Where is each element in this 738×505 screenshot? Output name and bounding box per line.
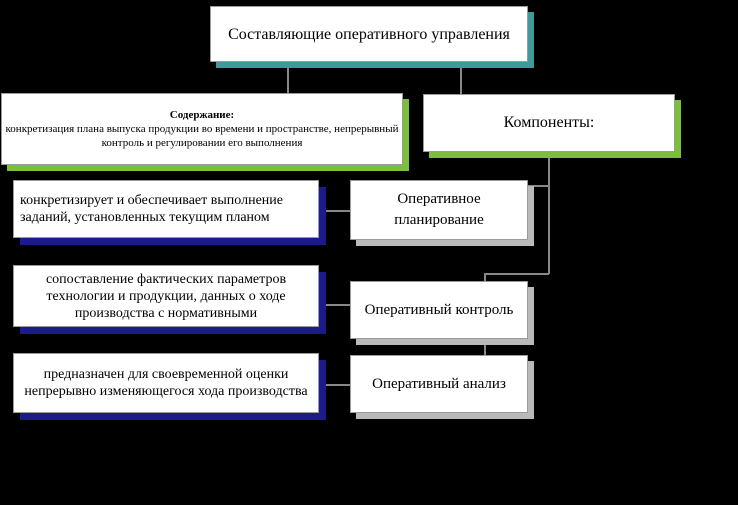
diagram-title-box: Составляющие оперативного управления [210, 6, 528, 62]
stage-planning-label: Оперативное планирование [394, 191, 484, 228]
analysis-description: предназначен для своевременной оценки не… [24, 367, 308, 399]
content-box: Содержание: конкретизация плана выпуска … [1, 93, 403, 165]
stage-control-label: Оперативный контроль [364, 301, 514, 318]
connector-desc2-stage2 [319, 304, 350, 306]
connector-components-trunk [548, 152, 550, 274]
content-text: конкретизация плана выпуска продукции во… [5, 123, 399, 149]
control-description-box: сопоставление фактических параметров тех… [13, 265, 319, 327]
connector-planning-h [528, 185, 549, 187]
analysis-description-box: предназначен для своевременной оценки не… [13, 353, 319, 413]
stage-analysis-box: Оперативный анализ [350, 355, 528, 413]
content-heading: Содержание: [169, 109, 235, 121]
connector-title-left [287, 62, 289, 93]
planning-description-box: конкретизирует и обеспечивает выполнение… [13, 180, 319, 238]
planning-description: конкретизирует и обеспечивает выполнение… [20, 193, 283, 225]
diagram-title: Составляющие оперативного управления [228, 25, 510, 43]
stage-analysis-label: Оперативный анализ [372, 375, 506, 392]
components-label: Компоненты: [503, 114, 595, 131]
connector-desc3-stage3 [319, 384, 350, 386]
connector-title-right [460, 62, 462, 94]
components-box: Компоненты: [423, 94, 675, 152]
connector-control-v [484, 273, 486, 281]
connector-control-h [484, 273, 549, 275]
stage-planning-box: Оперативное планирование [350, 180, 528, 240]
connector-control-analysis [484, 339, 486, 355]
connector-desc1-stage1 [319, 210, 350, 212]
stage-control-box: Оперативный контроль [350, 281, 528, 339]
control-description: сопоставление фактических параметров тех… [45, 271, 287, 321]
